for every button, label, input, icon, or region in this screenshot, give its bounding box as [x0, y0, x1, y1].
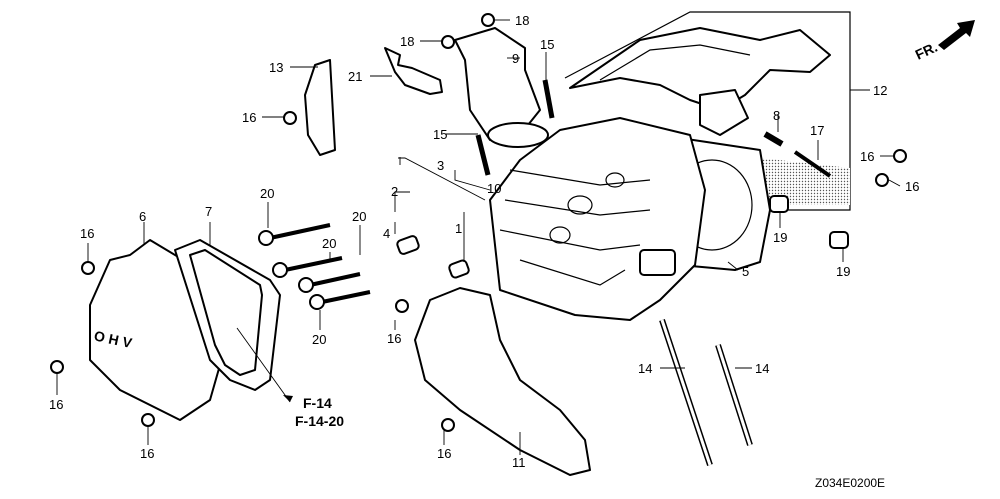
callout-labels: 1 2 3 4 5 6 7 8 9 10 11 12 13 14 14 15 1… [49, 13, 919, 470]
bolt-16g [893, 149, 907, 163]
air-guide-11 [414, 287, 591, 476]
dowel-19a [769, 195, 789, 213]
intake-pipe-9 [454, 27, 549, 148]
stud-bolt-14b [715, 344, 753, 446]
stud-15a [542, 79, 555, 119]
bolt-16e [141, 413, 155, 427]
callout-13: 13 [269, 60, 283, 75]
bolt-16c [395, 299, 409, 313]
drawing-code: Z034E0200E [815, 476, 885, 490]
callout-4: 4 [383, 226, 390, 241]
callout-18a: 18 [400, 34, 414, 49]
callout-20d: 20 [312, 332, 326, 347]
callout-5: 5 [742, 264, 749, 279]
callout-3: 3 [437, 158, 444, 173]
bolt-20a [258, 223, 331, 246]
spark-plug-21 [384, 47, 443, 95]
callout-19b: 19 [836, 264, 850, 279]
callout-19a: 19 [773, 230, 787, 245]
leader-lines [56, 19, 901, 455]
nut-18b [481, 13, 495, 27]
callout-16e: 16 [140, 446, 154, 461]
dowel-pin-1 [448, 259, 470, 279]
dowel-19b [829, 231, 849, 249]
callout-2: 2 [391, 184, 398, 199]
forward-arrow-icon [938, 20, 975, 50]
bolt-16a [81, 261, 95, 275]
cylinder-head-10 [489, 117, 706, 321]
callout-12: 12 [873, 83, 887, 98]
callout-21: 21 [348, 69, 362, 84]
callout-16d: 16 [49, 397, 63, 412]
spring-8 [763, 131, 784, 147]
dowel-pin-2 [396, 235, 420, 255]
bolt-20b [272, 256, 343, 278]
bolt-20c [298, 272, 361, 293]
callout-20a: 20 [260, 186, 274, 201]
bracket-13 [304, 59, 336, 156]
callout-15b: 15 [433, 127, 447, 142]
callout-7: 7 [205, 204, 212, 219]
callout-16f: 16 [437, 446, 451, 461]
callout-16c: 16 [387, 331, 401, 346]
callout-6: 6 [139, 209, 146, 224]
direction-label: FR. [913, 39, 940, 63]
callout-14a: 14 [638, 361, 652, 376]
callout-8: 8 [773, 108, 780, 123]
callout-20c: 20 [322, 236, 336, 251]
callout-15a: 15 [540, 37, 554, 52]
callout-16h: 16 [905, 179, 919, 194]
stud-15b [475, 134, 491, 176]
bolt-16f [441, 418, 455, 432]
callout-10: 10 [487, 181, 501, 196]
stud-bolt-14a [659, 319, 713, 466]
callout-1: 1 [455, 221, 462, 236]
callout-18b: 18 [515, 13, 529, 28]
bolt-16h [875, 173, 889, 187]
callout-9: 9 [512, 51, 519, 66]
bolt-16d [50, 360, 64, 374]
callout-17: 17 [810, 123, 824, 138]
callout-14b: 14 [755, 361, 769, 376]
rocker-cover-gasket-7 [174, 239, 281, 391]
callout-16b: 16 [242, 110, 256, 125]
ref-link-f14-20[interactable]: F-14-20 [295, 413, 344, 429]
bolt-16b [283, 111, 297, 125]
bolt-20d [309, 290, 371, 310]
callout-16a: 16 [80, 226, 94, 241]
shroud-part [569, 27, 831, 136]
callout-16g: 16 [860, 149, 874, 164]
callout-11: 11 [512, 455, 526, 470]
callout-20b: 20 [352, 209, 366, 224]
nut-18a [441, 35, 455, 49]
bolt-17 [793, 150, 832, 178]
ref-link-f14[interactable]: F-14 [303, 395, 332, 411]
